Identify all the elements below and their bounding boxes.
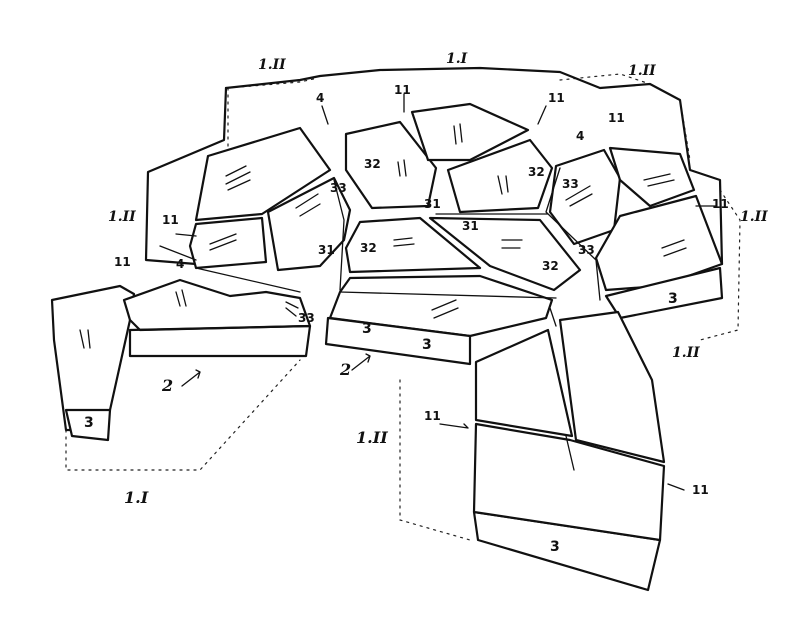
label-ref-32-c: 32 bbox=[360, 241, 377, 255]
slab-left-top bbox=[50, 284, 136, 432]
label-zone-1i-bottom: 1.I bbox=[124, 488, 149, 507]
label-ref-33-b: 33 bbox=[562, 177, 579, 191]
slab-lower-a bbox=[474, 328, 574, 438]
label-ref-3-right: 3 bbox=[668, 291, 678, 307]
label-zone-1i-top: 1.I bbox=[446, 51, 468, 67]
label-ref-11-d: 11 bbox=[162, 213, 179, 227]
slab-topleft-a bbox=[194, 126, 332, 222]
label-ref-33-d: 33 bbox=[298, 311, 315, 325]
texture-marks bbox=[79, 123, 687, 349]
label-zone-1ii-topright: 1.II bbox=[628, 63, 656, 79]
label-zone-1ii-bottomright: 1.II bbox=[672, 345, 700, 361]
slab-mid-b bbox=[428, 216, 582, 292]
label-ref-2-left: 2 bbox=[162, 376, 174, 395]
slab-lower-b bbox=[558, 310, 666, 464]
label-zone-1ii-right: 1.II bbox=[740, 209, 768, 225]
slab-center-c bbox=[446, 138, 554, 214]
zone-boundary-right bbox=[699, 189, 741, 341]
label-ref-11-f: 11 bbox=[114, 255, 131, 269]
label-zone-1ii-top: 1.II bbox=[258, 57, 286, 73]
label-ref-11-h: 11 bbox=[692, 483, 709, 497]
label-ref-4-c: 4 bbox=[176, 257, 185, 271]
slab-mid-a bbox=[344, 216, 482, 274]
label-ref-11-b: 11 bbox=[548, 91, 565, 105]
zone-boundary-left bbox=[65, 317, 301, 471]
label-ref-11-a: 11 bbox=[394, 83, 411, 97]
face-right bbox=[604, 266, 724, 320]
label-ref-11-g: 11 bbox=[424, 409, 441, 423]
label-ref-3-left: 3 bbox=[84, 415, 94, 431]
label-ref-32-d: 32 bbox=[542, 259, 559, 273]
label-ref-32-b: 32 bbox=[528, 165, 545, 179]
label-zone-1ii-lower: 1.II bbox=[356, 428, 388, 447]
hatched-base bbox=[128, 324, 312, 358]
face-left bbox=[64, 408, 112, 442]
label-ref-3-bottom: 3 bbox=[550, 539, 560, 555]
label-ref-4-b: 4 bbox=[576, 129, 585, 143]
joint-lines bbox=[159, 167, 601, 471]
label-zone-1ii-left: 1.II bbox=[108, 209, 136, 225]
face-center bbox=[324, 316, 472, 366]
label-ref-31-c: 31 bbox=[318, 243, 335, 257]
label-ref-31-a: 31 bbox=[424, 197, 441, 211]
label-ref-3-center-a: 3 bbox=[362, 321, 372, 337]
slab-right-b bbox=[608, 146, 696, 208]
label-ref-32-a: 32 bbox=[364, 157, 381, 171]
slab-center-a bbox=[344, 120, 438, 210]
label-ref-2-center: 2 bbox=[340, 360, 352, 379]
leader-arrows bbox=[175, 93, 717, 491]
label-ref-3-center-b: 3 bbox=[422, 337, 432, 353]
outline-left-upper bbox=[144, 86, 228, 266]
zone-boundary-bottom bbox=[399, 379, 471, 541]
label-ref-33-a: 33 bbox=[330, 181, 347, 195]
outline-top bbox=[224, 66, 724, 266]
slab-center-b bbox=[410, 102, 530, 162]
label-ref-33-c: 33 bbox=[578, 243, 595, 257]
slab-lower-c bbox=[472, 422, 666, 542]
slab-left-mid bbox=[122, 278, 312, 332]
slab-right-a bbox=[548, 148, 622, 246]
label-ref-11-e: 11 bbox=[712, 197, 729, 211]
label-ref-31-b: 31 bbox=[462, 219, 479, 233]
label-ref-4-a: 4 bbox=[316, 91, 325, 105]
slab-topleft-c bbox=[266, 176, 352, 272]
label-ref-11-c: 11 bbox=[608, 111, 625, 125]
